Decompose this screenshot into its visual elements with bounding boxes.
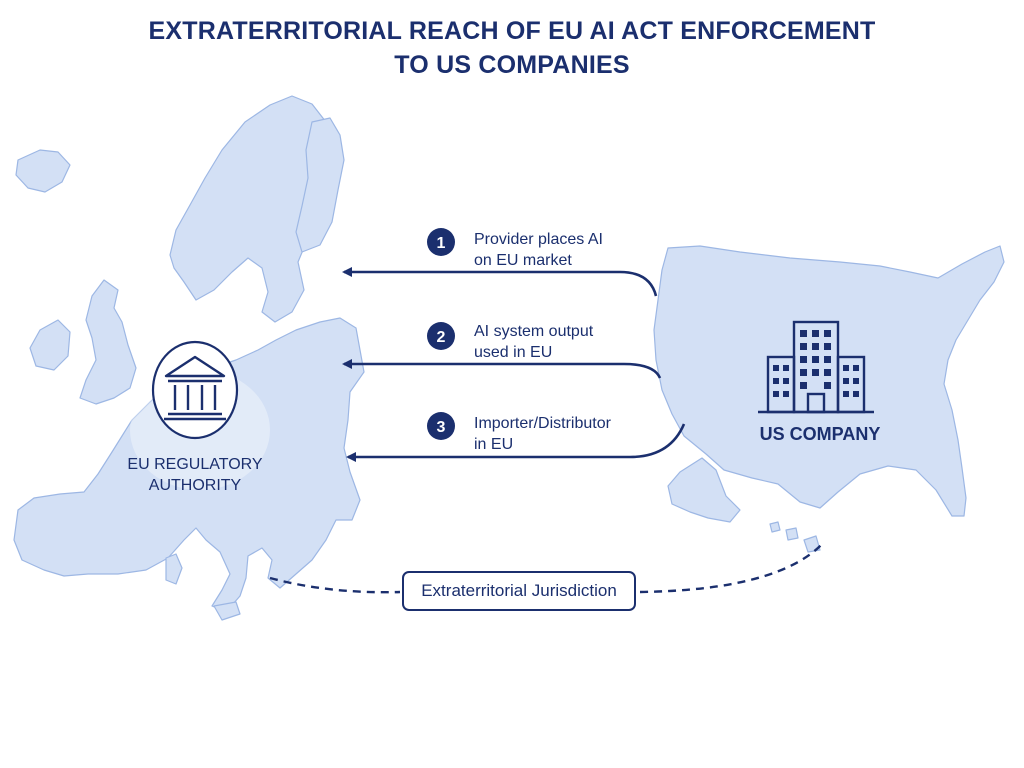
hawaii-island-2 — [785, 527, 799, 541]
ireland-landmass — [29, 319, 71, 371]
iceland-landmass — [15, 149, 71, 193]
step-2-line-1: AI system output — [474, 323, 594, 340]
step-3-line-1: Importer/Distributor — [474, 415, 611, 432]
jurisdiction-label-box: Extraterritorial Jurisdiction — [402, 571, 636, 611]
diagram-title: EXTRATERRITORIAL REACH OF EU AI ACT ENFO… — [0, 14, 1024, 82]
contiguous-us-landmass — [653, 245, 1005, 517]
eu-authority-emblem — [151, 340, 239, 440]
step-1-line-2: on EU market — [474, 252, 572, 269]
step-number-1: 1 — [437, 235, 446, 252]
eu-authority-label: EU REGULATORY AUTHORITY — [100, 454, 290, 496]
flow-arrow-1 — [342, 267, 658, 297]
step-badge-1: 1 — [427, 228, 455, 256]
us-company-label: US COMPANY — [759, 424, 881, 444]
step-1-label: Provider places AI on EU market — [474, 229, 603, 271]
continental-europe-landmass — [13, 317, 365, 613]
government-building-icon — [164, 355, 226, 421]
flow-arrow-3 — [346, 423, 686, 462]
step-badge-3: 3 — [427, 412, 455, 440]
sicily-landmass — [213, 601, 241, 621]
step-2-label: AI system output used in EU — [474, 321, 593, 363]
title-line-1: EXTRATERRITORIAL REACH OF EU AI ACT ENFO… — [148, 17, 876, 45]
finland-landmass — [295, 117, 345, 253]
sardinia-landmass — [165, 553, 183, 585]
eu-authority-line-2: AUTHORITY — [148, 477, 242, 494]
alaska-landmass — [667, 457, 741, 523]
great-britain-landmass — [79, 279, 137, 405]
step-badge-2: 2 — [427, 322, 455, 350]
title-line-2: TO US COMPANIES — [394, 51, 630, 79]
step-number-2: 2 — [437, 329, 446, 346]
usa-map — [653, 245, 1005, 553]
office-building-icon — [758, 320, 874, 414]
hawaii-island-1 — [769, 521, 781, 533]
eu-authority-line-1: EU REGULATORY — [127, 456, 263, 473]
step-number-3: 3 — [437, 419, 446, 436]
europe-map — [13, 95, 365, 621]
hawaii-island-3 — [803, 535, 821, 553]
step-2-line-2: used in EU — [474, 344, 553, 361]
step-3-line-2: in EU — [474, 436, 514, 453]
step-3-label: Importer/Distributor in EU — [474, 413, 611, 455]
jurisdiction-connector-right — [639, 541, 825, 594]
step-1-line-1: Provider places AI — [474, 231, 603, 248]
jurisdiction-label: Extraterritorial Jurisdiction — [421, 581, 617, 600]
jurisdiction-connector-left — [269, 576, 401, 594]
flow-arrow-2 — [342, 359, 662, 379]
